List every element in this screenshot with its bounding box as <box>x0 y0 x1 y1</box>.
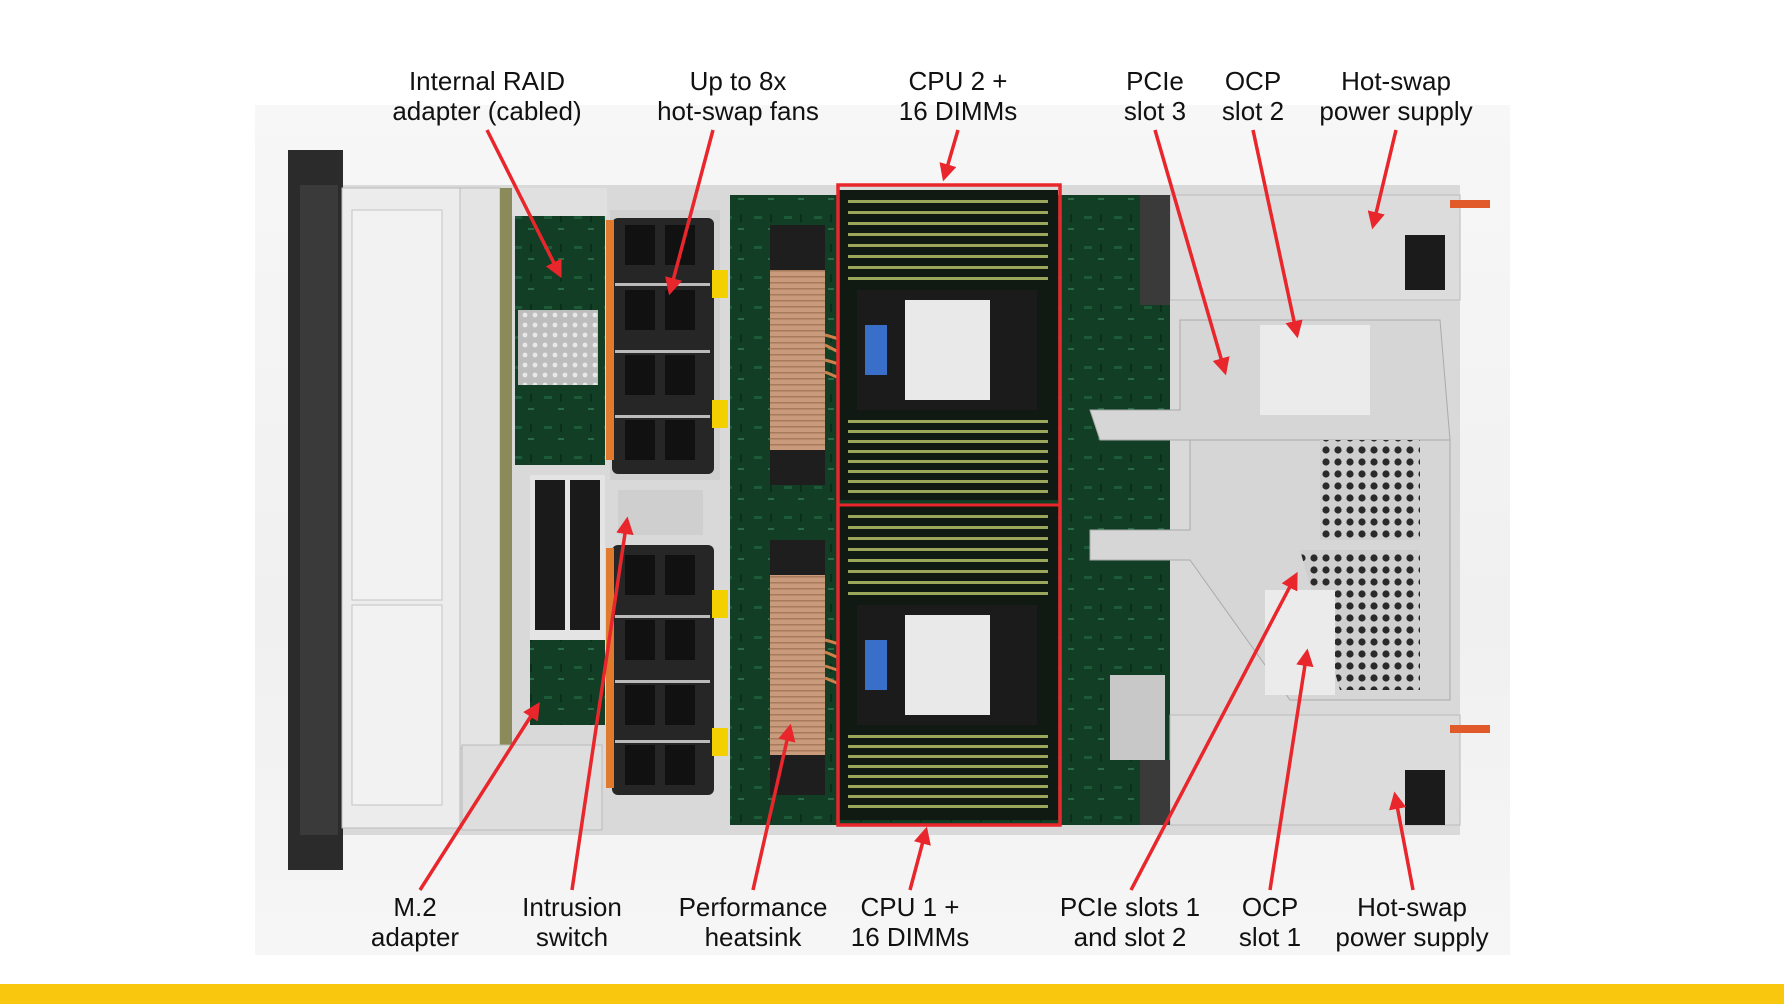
dimm-slot <box>848 765 1048 768</box>
dimm-slot <box>848 735 1048 738</box>
arrow-intrusion <box>570 516 634 891</box>
arrow-cpu2 <box>939 129 960 182</box>
arrow-pcie3 <box>1153 129 1230 376</box>
label-cpu2-dimms: CPU 2 +16 DIMMs <box>898 66 1018 126</box>
dimm-slot <box>848 559 1048 562</box>
drive-bays <box>341 187 512 829</box>
dimm-slot <box>848 244 1048 247</box>
front-io-area <box>461 744 603 831</box>
dimm-slot <box>848 745 1048 748</box>
rear-section <box>1089 194 1490 826</box>
dimm-slot <box>848 266 1048 269</box>
arrow-heatsink <box>751 723 796 891</box>
dimm-slot <box>848 775 1048 778</box>
dimm-slot <box>848 430 1048 433</box>
arrow-m2 <box>418 702 540 891</box>
label-cpu1-dimms: CPU 1 +16 DIMMs <box>850 892 970 952</box>
footer-accent-bar <box>0 984 1784 1004</box>
arrow-fans <box>665 129 715 296</box>
callout-arrows <box>418 129 1415 891</box>
dimm-slot <box>848 515 1048 518</box>
dimm-slot <box>848 537 1048 540</box>
arrow-ocp2 <box>1251 129 1303 339</box>
ocp-slot2 <box>1260 325 1370 415</box>
dimm-slot <box>848 222 1048 225</box>
dimm-slot <box>848 805 1048 808</box>
dimm-slot <box>848 420 1048 423</box>
dimm-slot <box>848 233 1048 236</box>
dimm-slot <box>848 450 1048 453</box>
raid-adapter <box>512 188 607 465</box>
dimm-slot <box>848 581 1048 584</box>
dimm-slot <box>848 460 1048 463</box>
front-vent-grille <box>300 185 338 835</box>
dimm-slot <box>848 490 1048 493</box>
dimm-slot <box>848 440 1048 443</box>
raid-heatsink <box>518 310 598 385</box>
intrusion-switch <box>618 490 703 535</box>
dimm-slot <box>848 211 1048 214</box>
dimm-slot <box>848 795 1048 798</box>
arrow-cpu1 <box>908 826 931 891</box>
dimm-slot <box>848 255 1048 258</box>
dimm-slot <box>848 755 1048 758</box>
dimm-slot <box>848 526 1048 529</box>
m2-adapter <box>530 475 605 725</box>
dimm-slot <box>848 785 1048 788</box>
arrow-psu-top <box>1367 129 1398 230</box>
fan-modules <box>606 210 728 795</box>
arrow-pcie12 <box>1129 571 1298 891</box>
ocp-slot1 <box>1265 590 1335 695</box>
cpu2-label <box>905 300 990 400</box>
dimm-slot <box>848 200 1048 203</box>
dimm-slot <box>848 592 1048 595</box>
cpu1-label <box>905 615 990 715</box>
dimm-slot <box>848 570 1048 573</box>
dimm-slot <box>848 480 1048 483</box>
arrow-raid <box>485 129 562 279</box>
dimm-slot <box>848 470 1048 473</box>
cpu2-dimm-block <box>838 190 1058 500</box>
arrow-ocp1 <box>1268 648 1314 891</box>
dimm-slot <box>848 277 1048 280</box>
arrow-psu-bottom <box>1389 791 1415 891</box>
dimm-slot <box>848 548 1048 551</box>
cpu1-dimm-block <box>838 505 1058 820</box>
